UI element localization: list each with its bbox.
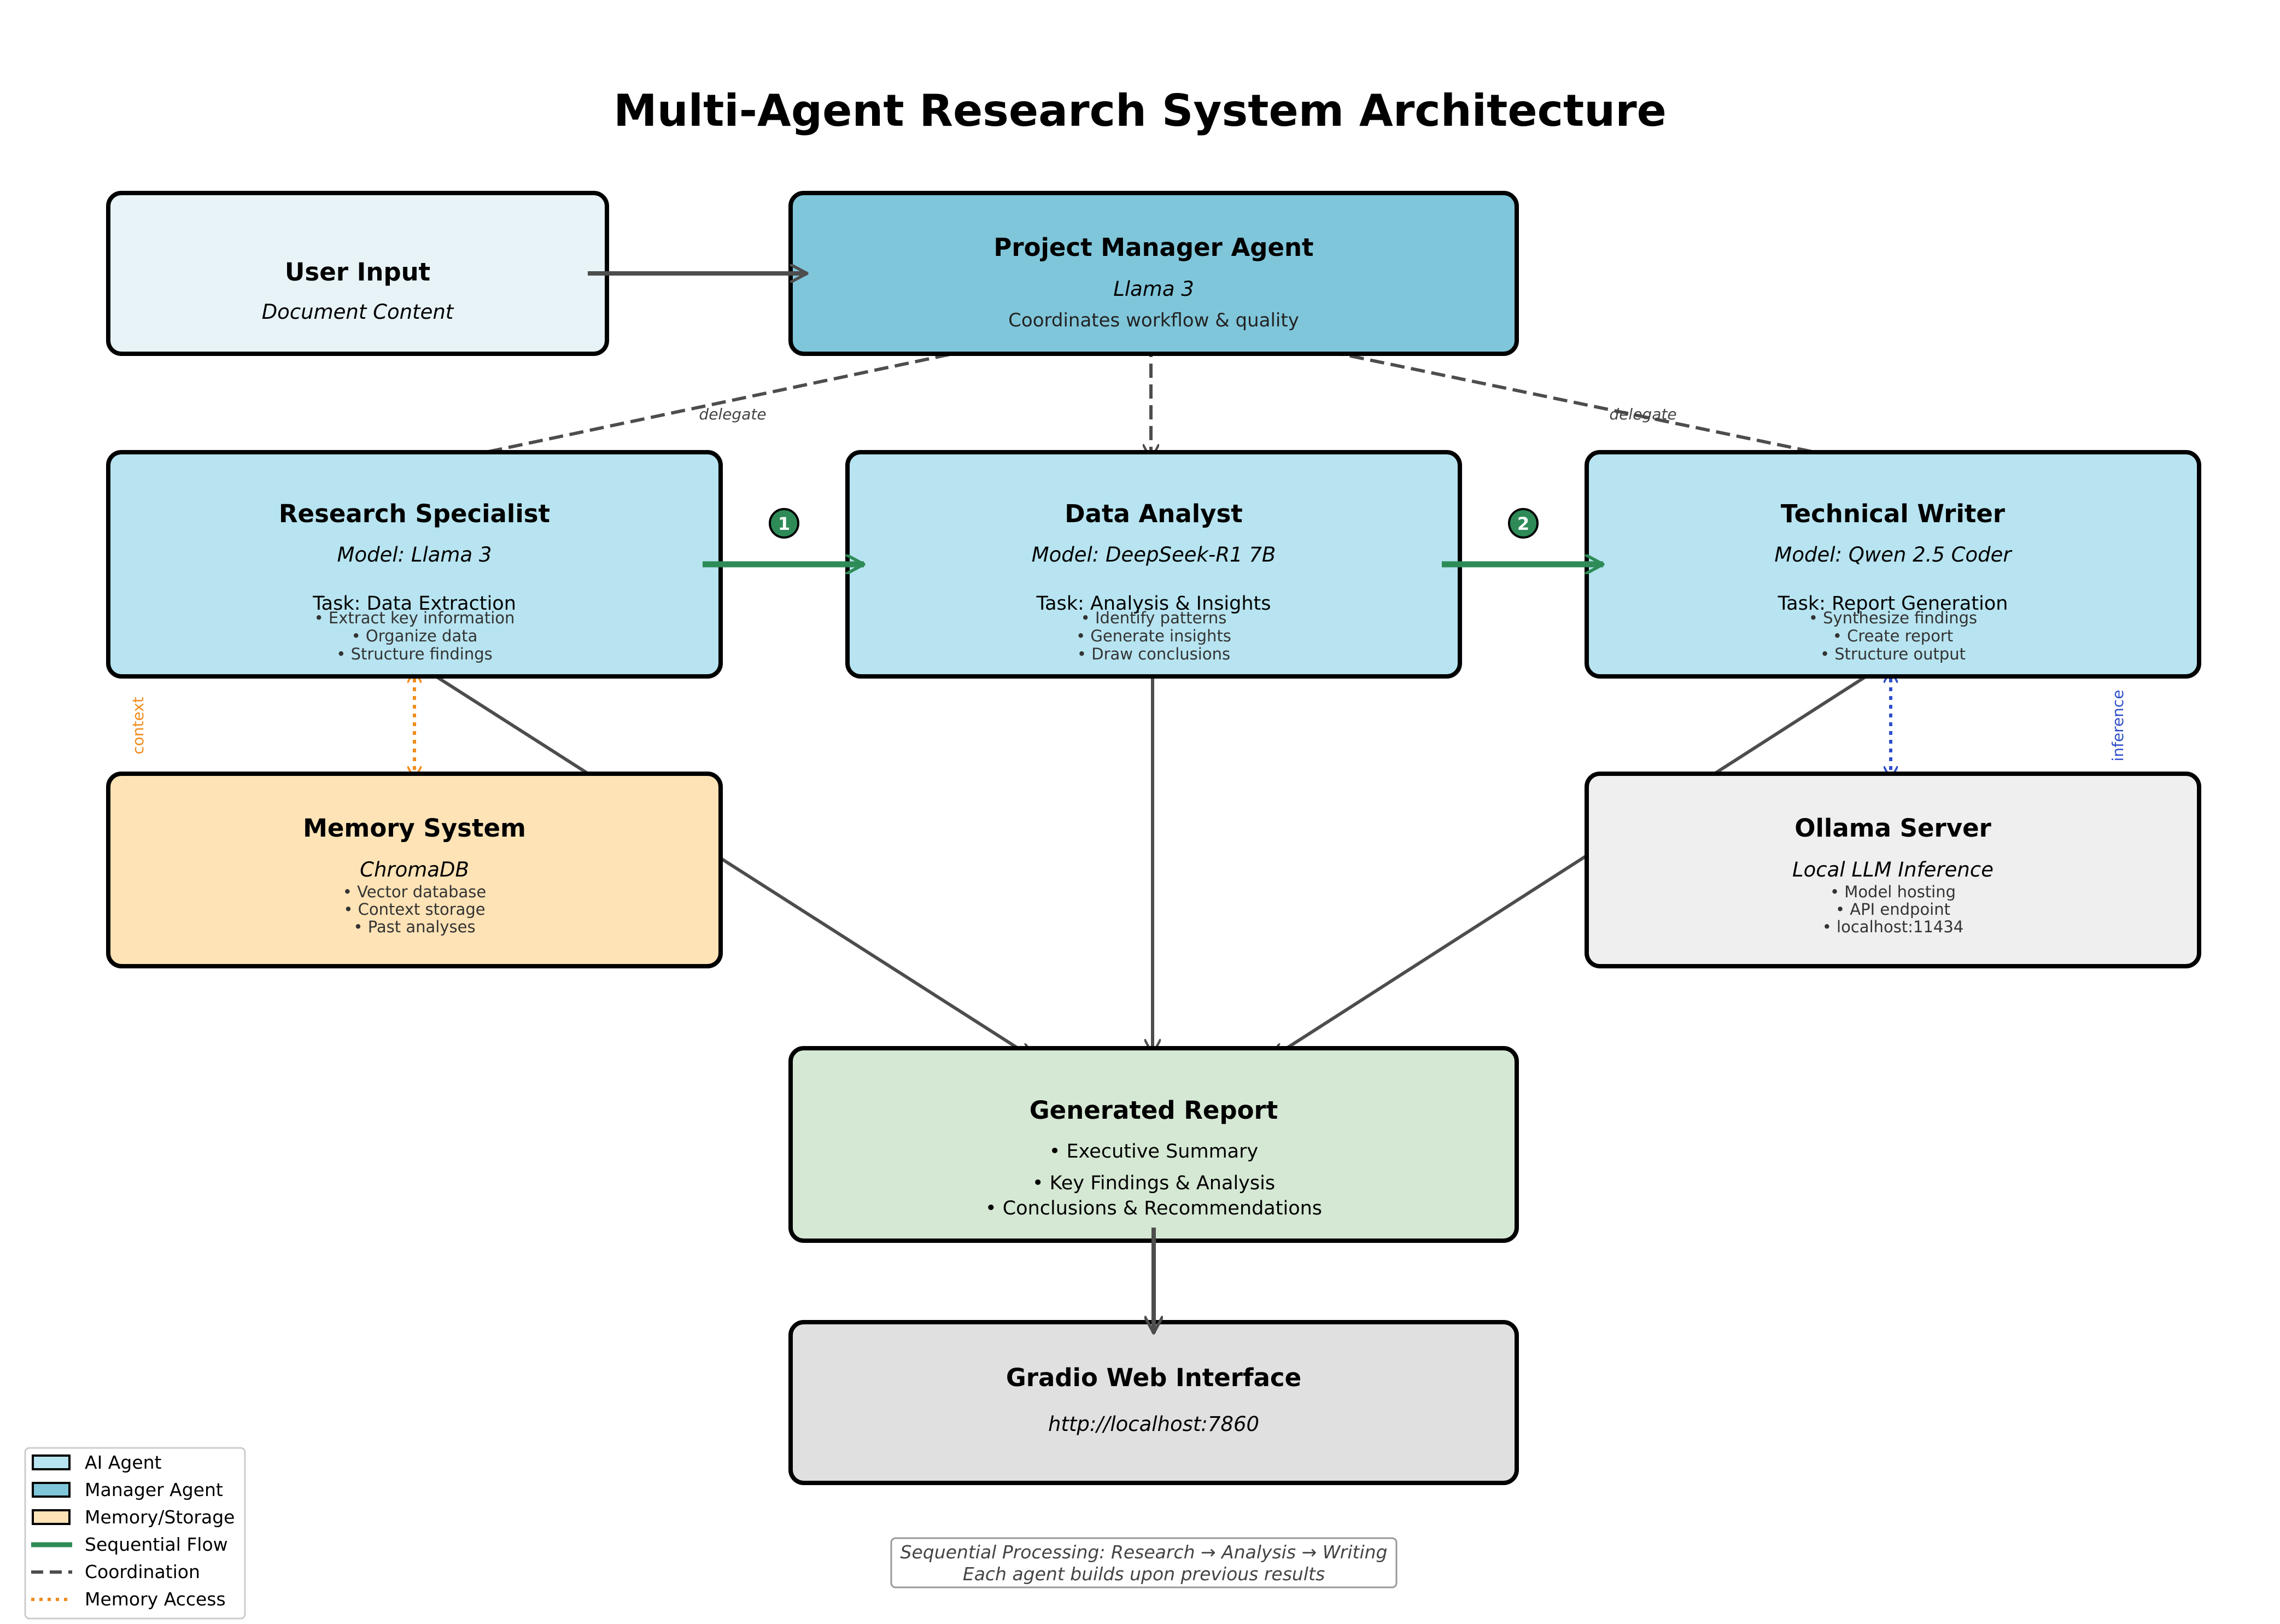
step-badge-circle — [769, 508, 799, 539]
writer-task: Task: Report Generation — [1778, 593, 2008, 615]
report-bullet: • Key Findings & Analysis — [1032, 1172, 1275, 1194]
step-badge-2: 2 — [1508, 508, 1539, 539]
analyst-node: Data Analyst Model: DeepSeek-R1 7B Task:… — [845, 450, 1462, 679]
legend-label: Memory/Storage — [85, 1506, 235, 1528]
research-title: Research Specialist — [279, 499, 550, 528]
footer-frame — [890, 1537, 1398, 1588]
ollama-box — [1585, 772, 2201, 968]
step-badge-circle — [1508, 508, 1539, 539]
legend-item: Coordination — [31, 1561, 200, 1582]
ollama-title: Ollama Server — [1794, 814, 1991, 843]
legend: AI Agent Manager Agent Memory/Storage Se… — [24, 1447, 246, 1620]
legend-item: Memory Access — [31, 1588, 226, 1610]
research-bullet: • Structure findings — [336, 645, 492, 663]
memory-bullet: • Past analyses — [353, 918, 475, 936]
analyst-bullet: • Identify patterns — [1081, 609, 1227, 627]
research-bullet: • Extract key information — [314, 609, 515, 627]
research-node: Research Specialist Model: Llama 3 Task:… — [106, 450, 723, 679]
web-interface-box — [788, 1320, 1519, 1485]
ollama-bullet: • API endpoint — [1835, 900, 1950, 919]
memory-title: Memory System — [303, 814, 526, 843]
writer-to-report-arrow — [1271, 660, 1890, 1060]
writer-node: Technical Writer Model: Qwen 2.5 Coder T… — [1585, 450, 2201, 679]
legend-label: Coordination — [85, 1561, 200, 1582]
report-bullet: • Conclusions & Recommendations — [985, 1197, 1322, 1219]
legend-item: Manager Agent — [32, 1479, 223, 1500]
report-title: Generated Report — [1030, 1096, 1278, 1125]
ollama-bullet: • localhost:11434 — [1822, 918, 1964, 936]
inference-label: inference — [2109, 690, 2127, 761]
delegate-label-right: delegate — [1609, 405, 1676, 423]
analyst-bullet: • Generate insights — [1076, 627, 1231, 645]
memory-bullet: • Vector database — [343, 883, 486, 901]
footer-note: Sequential Processing: Research → Analys… — [890, 1537, 1398, 1588]
legend-label: Manager Agent — [85, 1479, 223, 1500]
legend-item: Memory/Storage — [32, 1506, 235, 1528]
web-interface-url: http://localhost:7860 — [1048, 1412, 1259, 1436]
manager-node: Project Manager Agent Llama 3 Coordinate… — [788, 191, 1519, 356]
context-label: context — [129, 697, 147, 755]
legend-frame — [24, 1447, 246, 1620]
diagram-title: Multi-Agent Research System Architecture — [613, 85, 1667, 136]
analyst-title: Data Analyst — [1065, 499, 1243, 528]
report-node: Generated Report • Executive Summary • K… — [788, 1046, 1519, 1243]
writer-title: Technical Writer — [1781, 499, 2006, 528]
legend-swatch — [32, 1509, 71, 1525]
ollama-node: Ollama Server Local LLM Inference • Mode… — [1585, 772, 2201, 968]
memory-subtitle: ChromaDB — [360, 858, 469, 881]
analyst-model: Model: DeepSeek-R1 7B — [1032, 543, 1276, 566]
legend-swatch — [32, 1454, 71, 1470]
research-to-report-arrow — [412, 660, 1033, 1060]
research-bullet: • Organize data — [352, 627, 478, 645]
legend-swatch — [32, 1482, 71, 1498]
step-number: 1 — [778, 513, 790, 534]
footer-line: Each agent builds upon previous results — [963, 1563, 1325, 1585]
analyst-bullet: • Draw conclusions — [1077, 645, 1230, 663]
memory-bullet: • Context storage — [343, 900, 485, 919]
writer-model: Model: Qwen 2.5 Coder — [1774, 543, 2013, 566]
user-input-subtitle: Document Content — [262, 300, 454, 324]
writer-bullet: • Structure output — [1820, 645, 1966, 663]
writer-bullet: • Create report — [1833, 627, 1953, 645]
manager-model: Llama 3 — [1113, 277, 1194, 301]
ollama-subtitle: Local LLM Inference — [1792, 858, 1993, 881]
legend-label: Sequential Flow — [85, 1534, 228, 1555]
memory-node: Memory System ChromaDB • Vector database… — [106, 772, 723, 968]
user-input-node: User Input Document Content — [106, 191, 609, 356]
footer-line: Sequential Processing: Research → Analys… — [901, 1541, 1388, 1563]
memory-box — [106, 772, 723, 968]
ollama-bullet: • Model hosting — [1830, 883, 1956, 901]
manager-title: Project Manager Agent — [993, 233, 1313, 262]
user-input-title: User Input — [285, 258, 430, 287]
report-bullet: • Executive Summary — [1049, 1141, 1258, 1162]
manager-desc: Coordinates workflow & quality — [1008, 309, 1299, 331]
delegate-label-left: delegate — [699, 405, 766, 423]
delegate-to-research-arrow — [421, 336, 1031, 466]
legend-label: AI Agent — [85, 1452, 162, 1473]
legend-label: Memory Access — [85, 1588, 226, 1610]
legend-item: AI Agent — [32, 1452, 162, 1473]
research-task: Task: Data Extraction — [312, 593, 516, 615]
legend-item: Sequential Flow — [31, 1534, 228, 1555]
research-model: Model: Llama 3 — [337, 543, 492, 566]
writer-bullet: • Synthesize findings — [1809, 609, 1977, 627]
web-interface-node: Gradio Web Interface http://localhost:78… — [788, 1320, 1519, 1485]
step-number: 2 — [1517, 513, 1529, 534]
delegate-to-writer-arrow — [1268, 337, 1881, 466]
step-badge-1: 1 — [769, 508, 799, 539]
analyst-task: Task: Analysis & Insights — [1036, 593, 1271, 615]
web-interface-title: Gradio Web Interface — [1006, 1363, 1301, 1392]
